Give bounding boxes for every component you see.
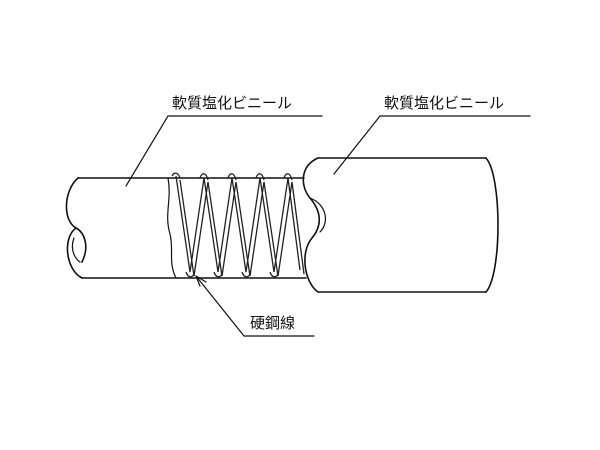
coil-loop-bottom-4 <box>269 271 279 278</box>
leader-outer-left <box>125 115 323 187</box>
coil-loop-top-1 <box>171 172 181 179</box>
right-tube-cut-face <box>302 157 321 293</box>
label-outer-right: 軟質塩化ビニール <box>384 94 504 112</box>
coil-loop-top-3 <box>227 173 237 181</box>
right-tube-cut-inner <box>309 197 327 233</box>
leader-outer-right <box>333 115 531 175</box>
label-wire: 硬鋼線 <box>250 314 295 332</box>
coil-back-strand <box>179 179 305 277</box>
left-jacket-cut-edge <box>167 177 177 279</box>
coil-loop-top-4 <box>255 173 265 181</box>
leader-lines <box>125 115 531 337</box>
left-tube-inner-highlight <box>71 237 81 263</box>
coil-front-strand <box>175 175 301 273</box>
coil-loop-bottom-1 <box>185 271 195 278</box>
coil-loop-bottom-3 <box>241 271 251 278</box>
coil-loop-bottom-2 <box>213 271 223 278</box>
right-tube-end <box>485 157 499 293</box>
coil-loop-top-2 <box>199 173 209 181</box>
steel-wire-coil <box>171 172 305 278</box>
leader-wire <box>195 275 315 337</box>
left-tube-end-inner <box>75 227 87 263</box>
coil-loop-top-5 <box>283 173 293 181</box>
label-outer-left: 軟質塩化ビニール <box>172 94 292 112</box>
leader-wire-arrowhead <box>195 275 207 287</box>
left-tube-end-outer <box>65 177 83 279</box>
